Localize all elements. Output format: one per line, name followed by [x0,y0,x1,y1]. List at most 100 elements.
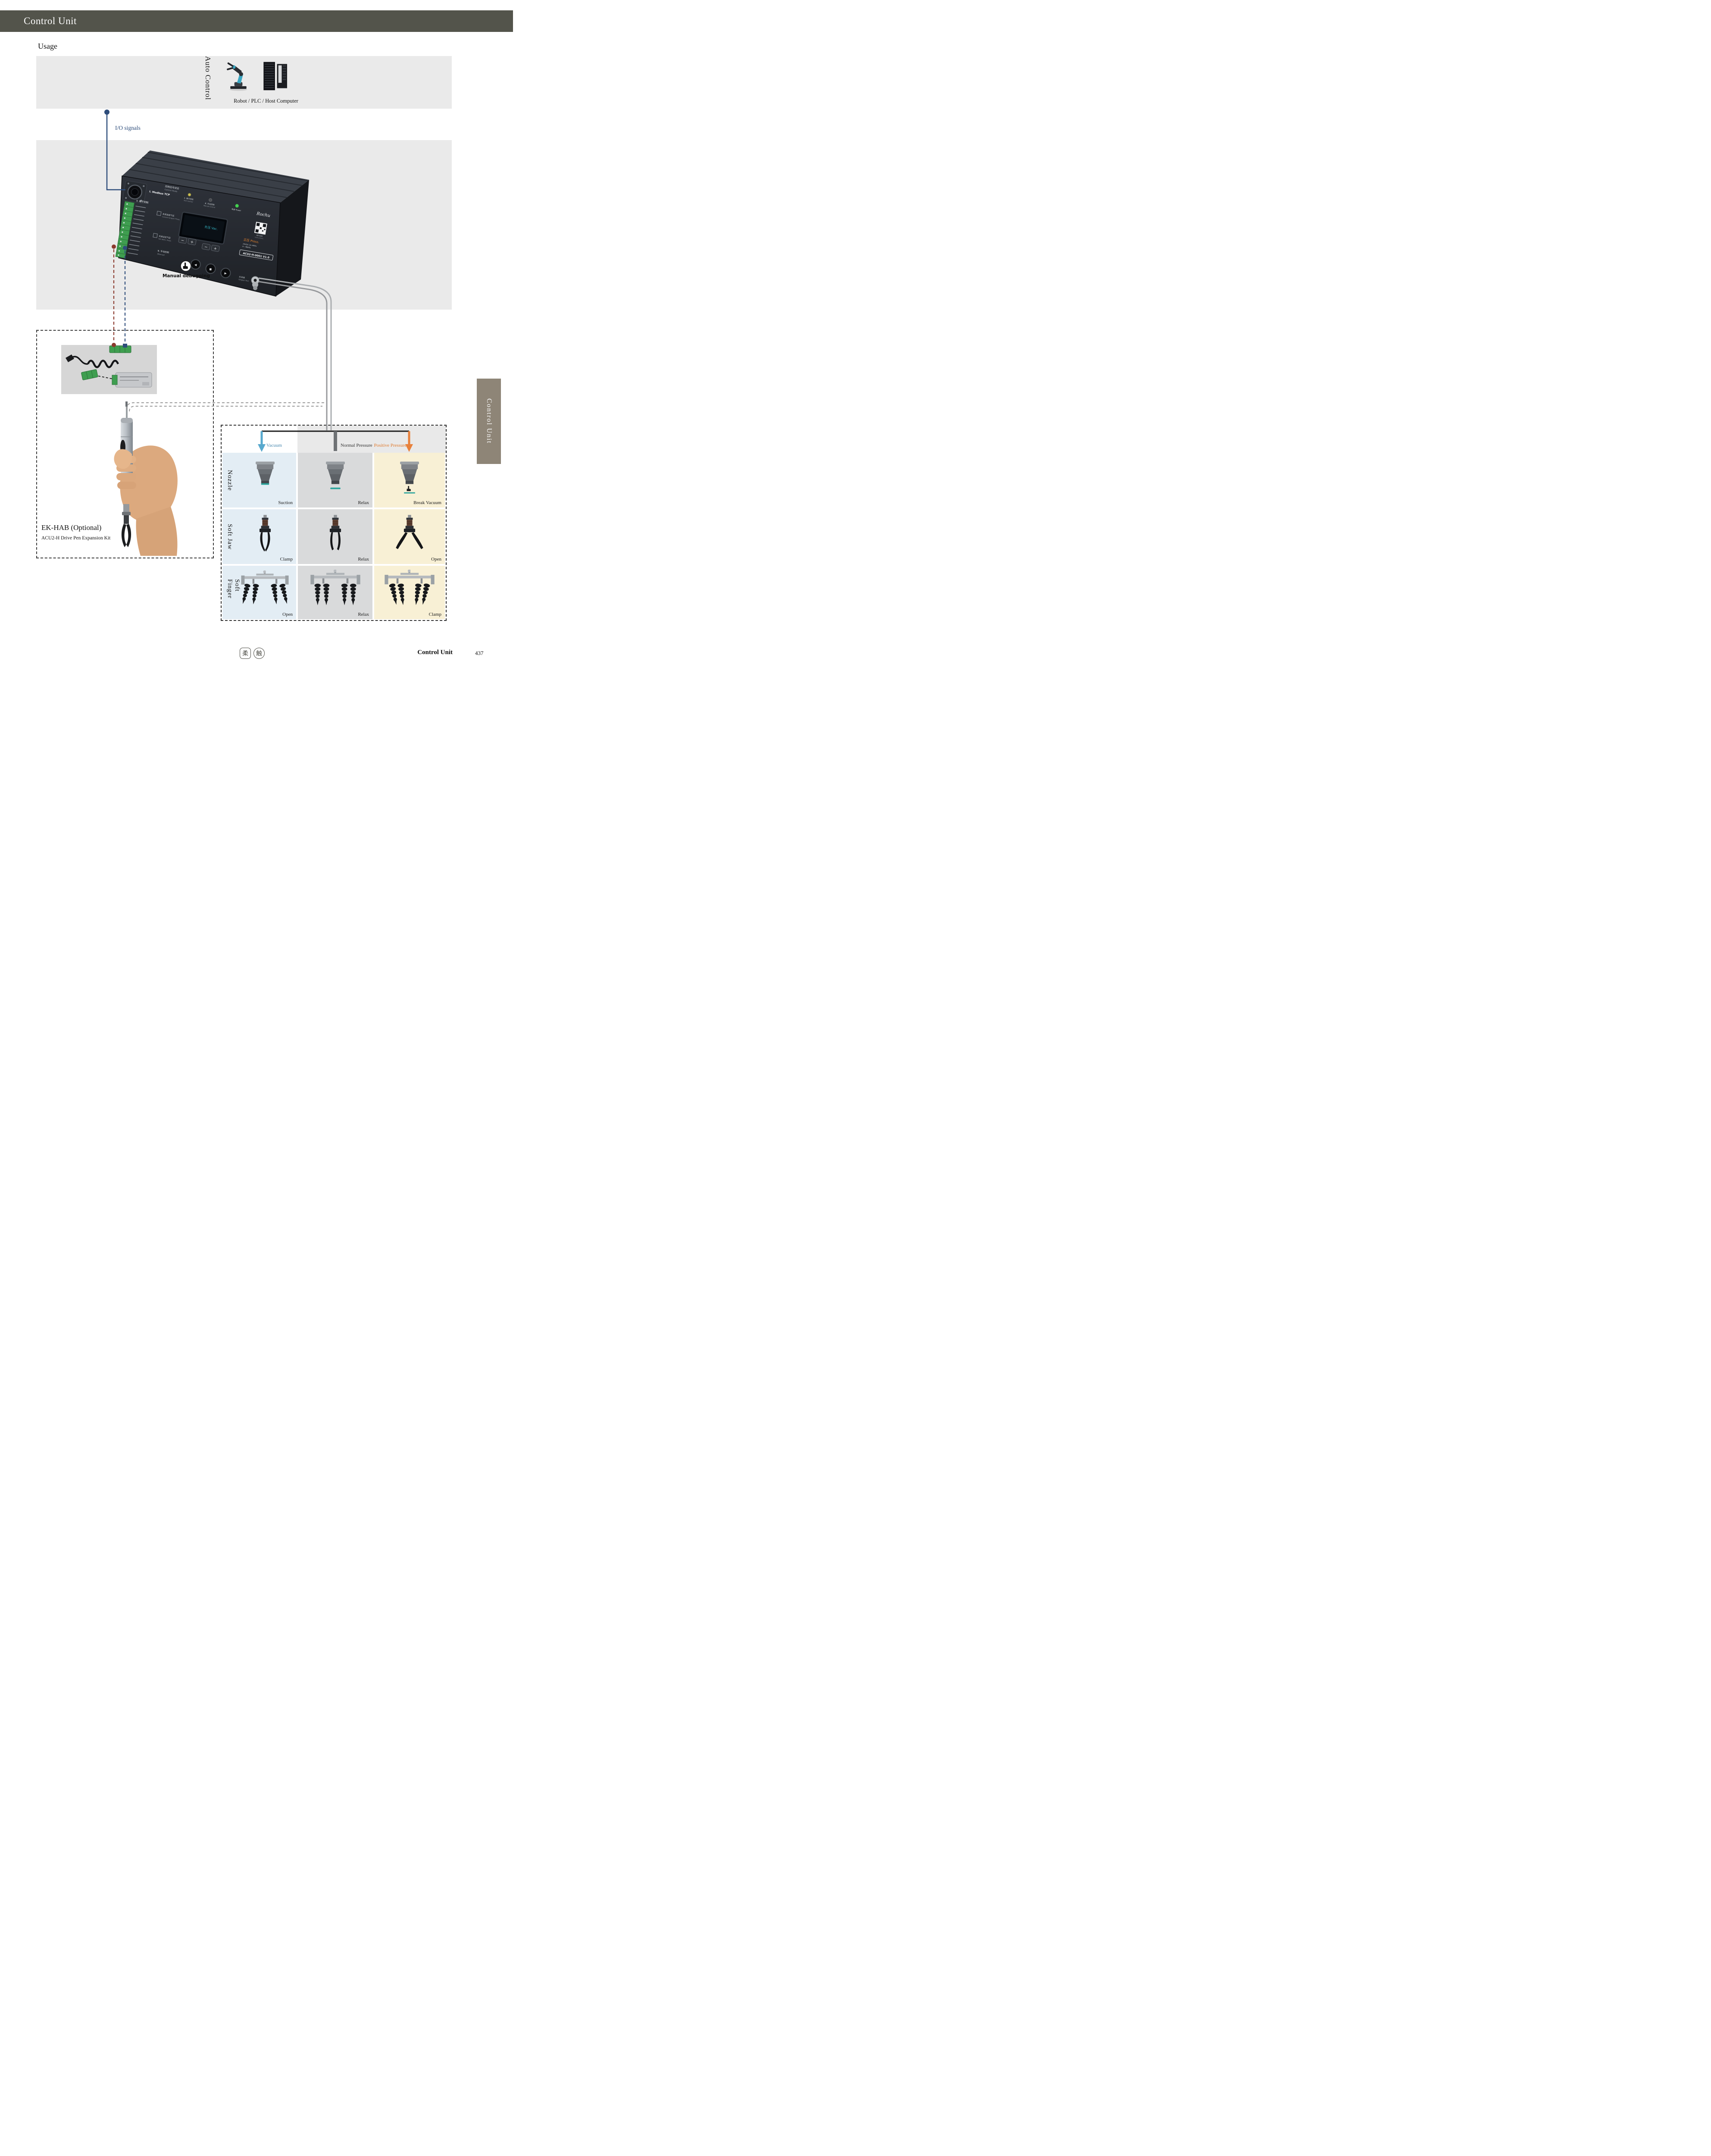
press-plus-button[interactable] [211,244,220,252]
cell-state-label: Relax [358,500,369,505]
set-press-icon [153,233,158,238]
ekhab-kit-box: EK-HAB (Optional) ACU2-H Drive Pen Expan… [36,330,214,558]
nozzle-relax-image [298,454,372,501]
stop-button-icon: ■ [209,268,212,271]
instructions-cn: 操作说明 [256,234,263,237]
mode2-en: Port Control [184,200,193,203]
row-label-softjaw: Soft Jaw [226,523,233,550]
cell-softjaw-normal: Relax [298,509,372,564]
current-press-cn: 夹具当前气压 [163,213,175,218]
header-bar: Control Unit [0,10,513,32]
host-computer-icon [263,62,287,91]
mode3-en: Manual Control [203,205,215,208]
ekhab-subtitle: ACU2-H Drive Pen Expansion Kit [41,536,111,541]
control-unit-device: Ⅱ. 端子控制 [115,150,309,297]
dc-plug [66,354,74,362]
press-minus-button[interactable] [201,243,210,251]
spec-line2: 0~-98kPa [242,245,251,249]
qr-code [254,222,267,235]
device-side-face [276,180,309,296]
grip-button[interactable] [190,259,201,270]
catalog-page: Control Unit Usage Auto Control [0,0,513,697]
cell-softjaw-vacuum: Soft Jaw Clamp [222,509,296,564]
vac-plus-button[interactable] [188,238,197,245]
softjaw-clamp-image [234,510,296,557]
set-press-cn: 夹具设定气压 [159,235,171,240]
page-title: Control Unit [24,16,77,26]
auto-control-label: Auto Control [204,56,212,100]
green-terminal-plug [109,345,131,353]
brand-script: Rochu [256,211,270,218]
release-button-icon: ▶ [224,272,227,276]
row-label-softfinger: Soft Finger [226,579,241,599]
device-top-face [122,150,309,203]
spec-line1: 24VDC 2A 4MPa [243,243,257,247]
grip-button-icon: ◀ [194,263,197,267]
cell-state-label: Break Vacuum [413,500,441,505]
io-signals-label: I/O signals [115,125,141,131]
cell-softfinger-vacuum: Soft Finger Open [222,566,296,619]
robot-arm-icon [227,62,247,91]
release-button[interactable] [220,267,231,279]
manual-section-cn: Ⅲ. 手动控制 [157,249,169,254]
footer-page-number: 437 [475,650,484,656]
manual-section-en: (Manual) [157,253,165,256]
softjaw-relax-image [298,510,372,557]
pen-gripper [121,524,126,547]
softfinger-relax-image [298,567,372,612]
model-badge [239,249,274,260]
vac-minus-button[interactable] [178,236,187,244]
nozzle-break-image [374,454,445,501]
current-press-icon [156,211,162,216]
cell-state-label: Open [431,557,441,562]
device-front-controls: Ⅱ. 端子控制 [115,180,274,282]
cell-nozzle-normal: Relax [298,453,372,508]
positive-pressure-label: Positive Pressure [374,443,407,448]
gripper-port-en: Gripper Port [238,278,249,282]
coiled-cable [87,360,119,368]
mode2-cn: Ⅱ. 端子控制 [184,197,194,201]
gripper-pressure-matrix: Vacuum Normal Pressure Positive Pressure… [221,425,447,621]
usage-heading: Usage [38,42,57,50]
adapter-photo [61,345,157,394]
hand [120,445,178,522]
stop-button[interactable] [205,263,216,274]
instructions-en: Instructions [255,236,264,239]
io-node-dot [104,110,109,115]
logo-char: 柔 [242,651,248,657]
cell-softfinger-positive: Clamp [374,566,445,619]
softfinger-open-image [234,567,296,612]
drive-pen-photo [114,401,178,556]
plus-glyph: + [190,240,194,244]
plus-glyph: + [213,247,217,251]
vacuum-label: Vacuum [266,443,282,448]
cell-nozzle-positive: Break Vacuum [374,453,445,508]
logo-seal-rou: 柔 [240,648,251,659]
ekhab-title: EK-HAB (Optional) [41,523,102,532]
gripper-port-fitting [251,276,260,290]
power-label: 电源 Power [231,207,241,212]
mode3-cn: Ⅲ. 手动控制 [205,202,215,207]
softjaw-open-image [374,510,445,557]
cell-state-label: Clamp [429,612,441,617]
cell-state-label: Relax [358,557,369,562]
gripper-port-cn: 夹具端 [239,275,245,279]
cell-softjaw-positive: Open [374,509,445,564]
side-tab-control-unit[interactable]: Control Unit [477,379,501,464]
logo-seal-chu: 触 [253,648,265,659]
row-label-nozzle: Nozzle [226,470,233,491]
current-press-en: Current Gripper Press. [162,216,180,221]
auto-control-panel: Auto Control [36,56,452,109]
mode1-led [188,193,191,197]
cell-state-label: Clamp [280,557,293,562]
nozzle-suction-image [234,454,296,501]
logo-char: 触 [256,651,262,657]
manual-debugging-label: Manual debugging [162,273,210,279]
cell-state-label: Open [282,612,293,617]
set-press-en: Set Work. Press. [158,238,172,242]
cell-state-label: Suction [278,500,293,505]
normal-pressure-label: Normal Pressure [341,443,372,448]
power-led [235,204,239,208]
control-mode-en: Control Mode [164,188,178,193]
cell-state-label: Relax [358,612,369,617]
